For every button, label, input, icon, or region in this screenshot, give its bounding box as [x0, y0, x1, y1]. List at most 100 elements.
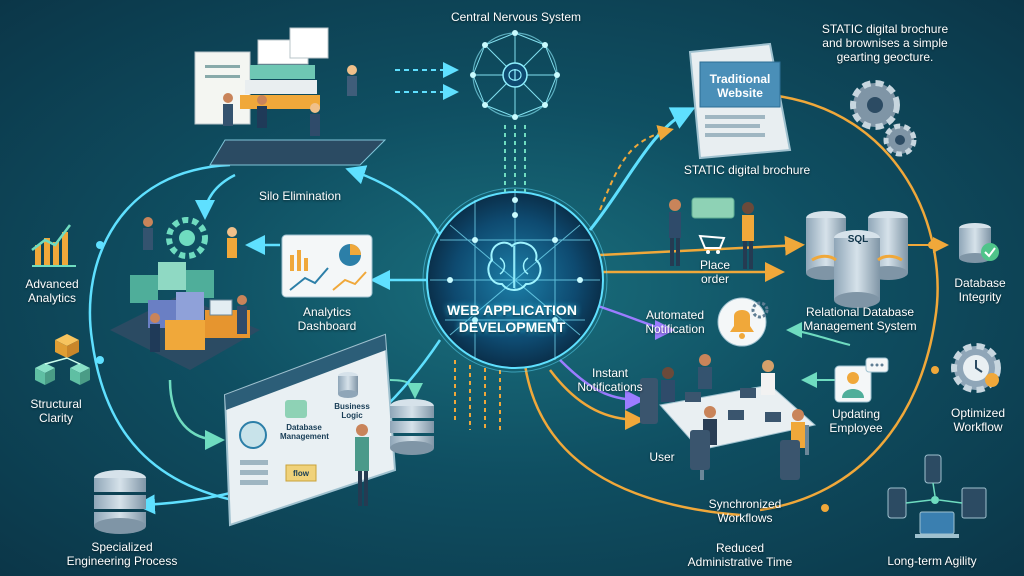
optimized-workflow-line2: Workflow	[953, 420, 1003, 434]
core-to-meeting-arrow-2	[549, 369, 645, 430]
analytics-dashboard-label: Analytics Dashboard	[282, 305, 372, 333]
structural-clarity-icon	[35, 334, 90, 385]
meeting-table-illustration	[640, 354, 817, 480]
long-term-agility-devices	[887, 454, 987, 538]
core-to-rdbms-arrow	[599, 235, 805, 257]
cubes-to-screen-arrow	[168, 379, 225, 450]
db-to-core-arrow	[389, 379, 423, 399]
screen-flow-label: flow	[293, 469, 309, 478]
core-down-lines	[454, 360, 501, 430]
cns-to-core-lines	[504, 125, 526, 195]
core-globe	[422, 187, 608, 373]
screen-db-line2: Management	[280, 432, 329, 441]
structural-clarity-label-line1: Structural	[30, 397, 82, 411]
place-order-line2: order	[700, 272, 729, 286]
long-term-agility-label: Long-term Agility	[887, 554, 977, 568]
advanced-analytics-label-line1: Advanced	[25, 277, 79, 291]
central-nervous-system-network	[470, 30, 560, 120]
right-loop-line	[759, 93, 939, 512]
analytics-dashboard-label-line1: Analytics	[302, 305, 352, 319]
screen-bl-line2: Logic	[341, 411, 363, 420]
reduced-admin-time-line1: Reduced	[715, 541, 765, 555]
automated-notification-line1: Automated	[645, 308, 705, 322]
screen-business-logic-label: Business Logic	[330, 402, 374, 420]
automated-notification-line2: Notification	[645, 322, 705, 336]
center-title: WEB APPLICATION DEVELOPMENT	[434, 302, 590, 336]
static-brochure-label: STATIC digital brochure	[683, 163, 811, 177]
traditional-website-line2: Website	[717, 86, 763, 100]
core-to-website-arrow	[588, 107, 696, 231]
core-to-notification-arrow	[594, 303, 675, 340]
silo-elimination-label: Silo Elimination	[258, 189, 342, 203]
cube-cluster-illustration	[110, 217, 260, 370]
core-to-website-arrow-2	[599, 125, 674, 211]
database-integrity-icon	[959, 223, 999, 263]
center-title-line1: WEB APPLICATION	[447, 302, 577, 318]
static-caption-line1: STATIC digital brochure	[821, 22, 949, 36]
advanced-analytics-label-line2: Analytics	[27, 291, 77, 305]
process-screen	[223, 333, 397, 527]
database-integrity-label: Database Integrity	[945, 276, 1015, 304]
core-to-silo-arrow	[345, 165, 442, 236]
database-stack-center	[390, 399, 434, 455]
updating-employee-label: Updating Employee	[820, 407, 892, 435]
traditional-website-line1: Traditional	[709, 72, 771, 86]
instant-notifications-label: Instant Notifications	[570, 366, 650, 394]
specialized-engineering-label-line1: Specialized	[91, 540, 153, 554]
optimized-workflow-icon	[951, 343, 1001, 393]
reduced-admin-time-line2: Administrative Time	[687, 555, 793, 569]
relational-db-label: Relational Database Management System	[790, 305, 930, 333]
optimized-workflow-line1: Optimized	[950, 406, 1006, 420]
database-integrity-line2: Integrity	[958, 290, 1002, 304]
left-loop-line	[88, 163, 261, 507]
place-order-label: Place order	[690, 258, 740, 286]
central-nervous-system-label: Central Nervous System	[450, 10, 582, 24]
center-title-line2: DEVELOPMENT	[458, 319, 566, 335]
analytics-dashboard-card	[281, 234, 373, 298]
instant-notifications-line1: Instant	[591, 366, 629, 380]
static-caption-line3: gearting geocture.	[836, 50, 934, 64]
silo-elimination-illustration	[194, 27, 387, 166]
synchronized-workflows-line1: Synchronized	[708, 497, 782, 511]
screen-db-line1: Database	[286, 423, 322, 432]
place-order-line1: Place	[699, 258, 731, 272]
specialized-engineering-label: Specialized Engineering Process	[52, 540, 192, 568]
silo-to-left-arrow	[195, 173, 236, 220]
notification-bell-icon	[717, 297, 769, 347]
static-caption-line2: and brownises a simple	[822, 36, 948, 50]
instant-notifications-line2: Notifications	[577, 380, 643, 394]
core-to-meeting-arrow-1	[559, 359, 645, 410]
rdbms-servers	[806, 211, 908, 308]
advanced-analytics-icon	[31, 224, 76, 267]
specialized-engineering-db-icon	[94, 470, 146, 534]
relational-db-line1: Relational Database	[805, 305, 915, 319]
synchronized-workflows-label: Synchronized Workflows	[690, 497, 800, 525]
synchronized-workflows-line2: Workflows	[717, 511, 773, 525]
loop-node	[821, 504, 829, 512]
specialized-engineering-label-line2: Engineering Process	[66, 554, 178, 568]
optimized-workflow-label: Optimized Workflow	[938, 406, 1018, 434]
loop-node	[96, 356, 104, 364]
loop-node	[96, 241, 104, 249]
traditional-website-text: Traditional Website	[700, 72, 780, 100]
bottom-loop-line	[523, 364, 741, 517]
sql-label: SQL	[847, 234, 869, 245]
relational-db-line2: Management System	[803, 319, 917, 333]
updating-employee-line2: Employee	[829, 421, 883, 435]
brain-icon	[487, 241, 542, 291]
gear-loop-arrow	[786, 322, 851, 346]
user-label: User	[649, 450, 675, 464]
structural-clarity-label: Structural Clarity	[16, 397, 96, 425]
analytics-dashboard-label-line2: Dashboard	[297, 319, 357, 333]
loop-node	[931, 366, 939, 374]
screen-bl-line1: Business	[334, 402, 370, 411]
traditional-website-card	[688, 42, 792, 160]
automated-notification-label: Automated Notification	[635, 308, 715, 336]
reduced-admin-time-label: Reduced Administrative Time	[670, 541, 810, 569]
static-caption: STATIC digital brochure and brownises a …	[805, 22, 965, 64]
gears-icon	[850, 80, 917, 157]
place-order-people	[669, 197, 754, 269]
screen-database-management-label: Database Management	[280, 423, 329, 441]
updating-employee-icon	[834, 357, 889, 403]
